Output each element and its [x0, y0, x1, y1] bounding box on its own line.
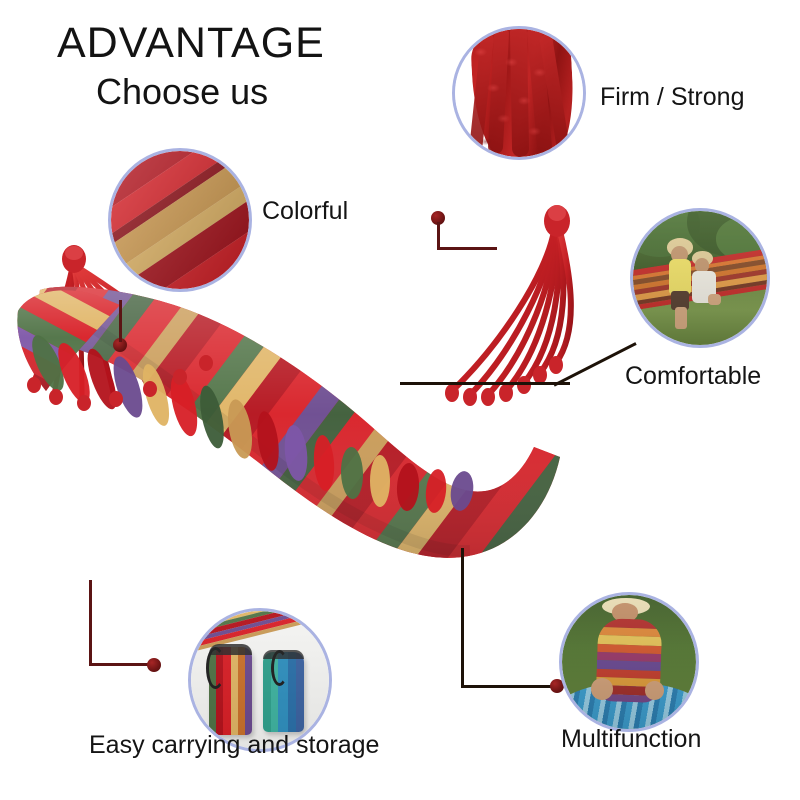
- connector-dot-multifunction: [550, 679, 564, 693]
- page-title: ADVANTAGE: [57, 19, 325, 67]
- callout-label-multifunction: Multifunction: [561, 725, 702, 753]
- hammock-gathered-tubes: [32, 335, 474, 513]
- connector-dot-firm: [431, 211, 445, 225]
- stripe-closeup-image: [111, 151, 249, 289]
- hammock-rope-bindings: [27, 355, 563, 411]
- callout-label-colorful: Colorful: [262, 197, 349, 225]
- callout-label-firm-strong: Firm / Strong: [600, 83, 745, 111]
- hammock-right-suspension-ropes: [449, 228, 574, 398]
- connector-line-easy-v: [89, 580, 92, 665]
- multifunction-photo: [562, 595, 696, 729]
- comfortable-photo: [633, 211, 767, 345]
- page-subtitle: Choose us: [96, 71, 269, 112]
- connector-line-firm-v: [437, 222, 440, 250]
- connector-dot-easy: [147, 658, 161, 672]
- rope-closeup-image: [455, 29, 583, 157]
- callout-label-comfortable: Comfortable: [625, 362, 762, 390]
- connector-dot-colorful: [113, 338, 127, 352]
- connector-line-firm-h: [437, 247, 497, 250]
- connector-line-comfortable-h: [400, 382, 570, 385]
- callout-circle-comfortable[interactable]: [630, 208, 770, 348]
- connector-line-easy-h: [89, 663, 155, 666]
- callout-circle-multifunction[interactable]: [559, 592, 699, 732]
- connector-line-multi-v: [461, 548, 464, 688]
- callout-label-easy-carrying: Easy carrying and storage: [89, 731, 380, 759]
- callout-circle-firm-strong[interactable]: [452, 26, 586, 160]
- connector-line-colorful-v: [119, 300, 122, 342]
- connector-line-multi-h: [461, 685, 557, 688]
- hammock-product-illustration: [17, 205, 574, 558]
- callout-circle-easy-carrying[interactable]: [188, 608, 332, 752]
- storage-bags-photo: [191, 611, 329, 749]
- callout-circle-colorful[interactable]: [108, 148, 252, 292]
